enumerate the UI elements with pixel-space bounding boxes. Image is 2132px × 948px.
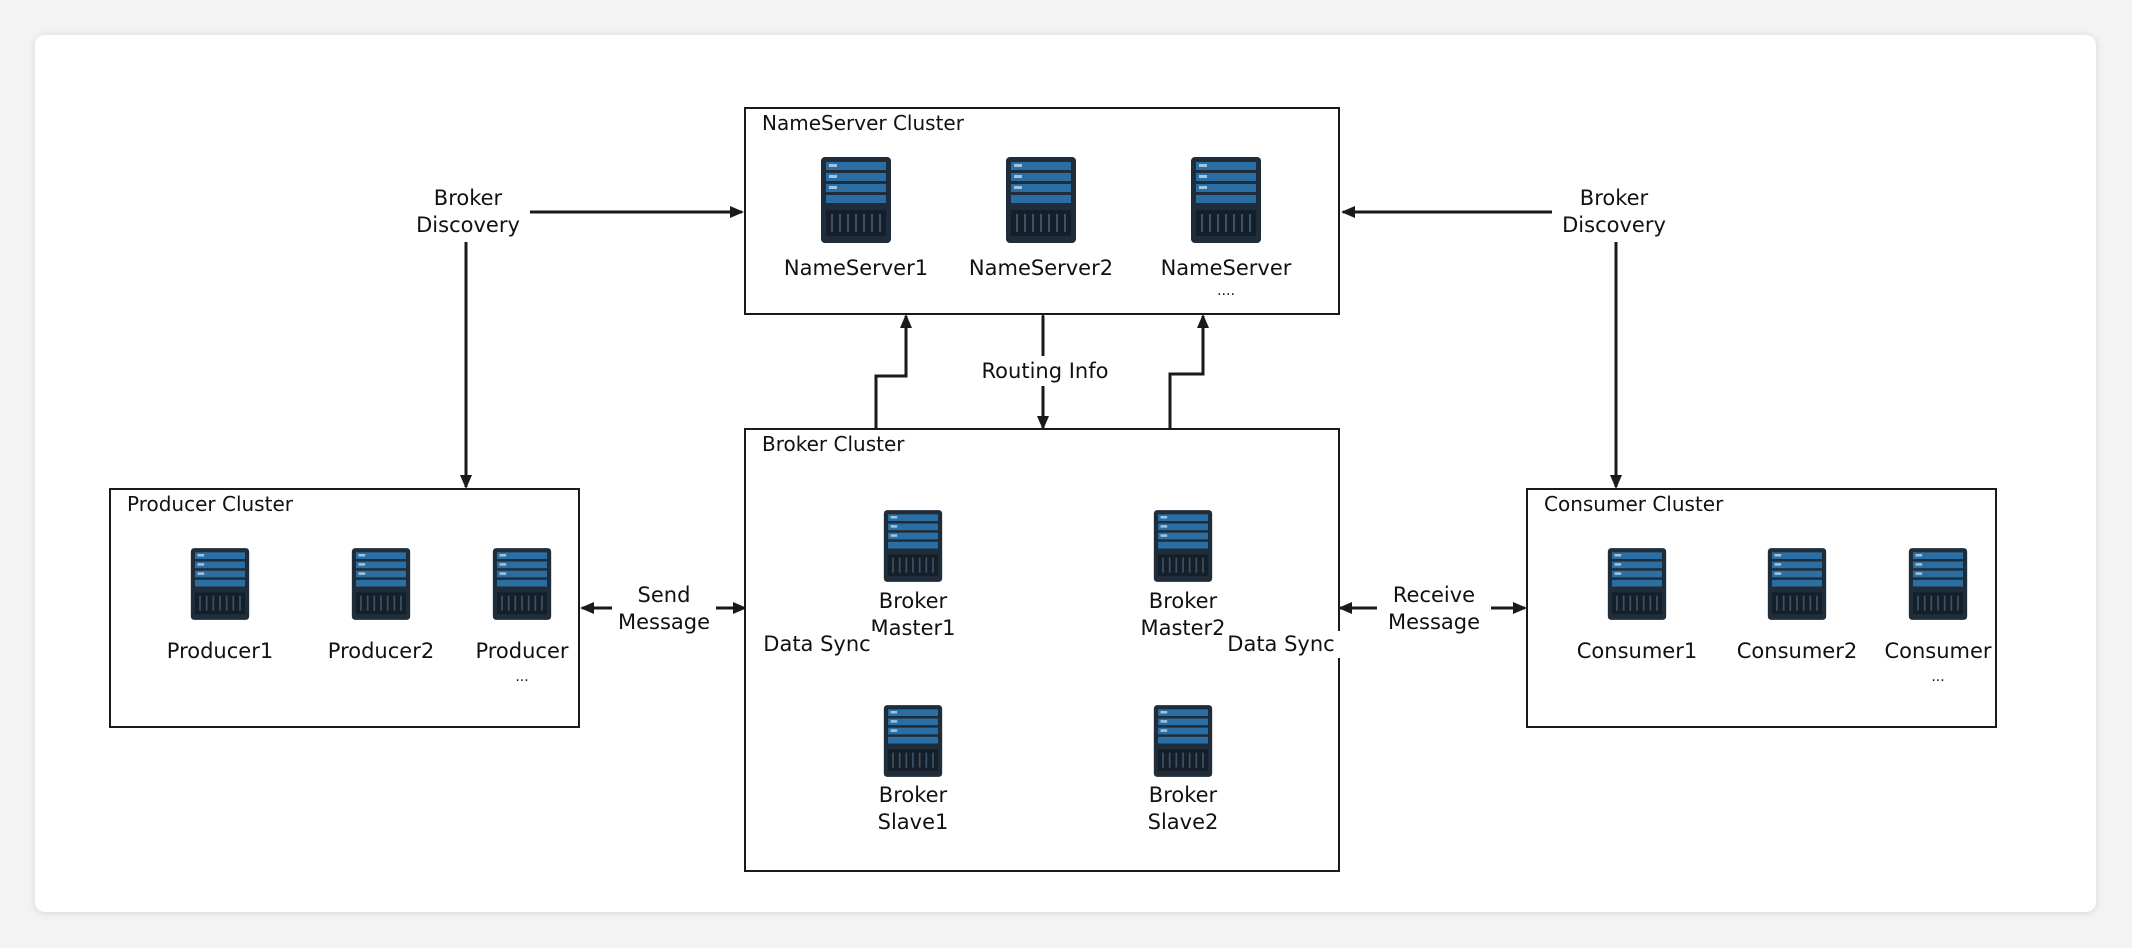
consumer-ellipsis: ...: [1931, 669, 1945, 685]
producer2-label: Producer2: [327, 639, 435, 663]
data-sync-right-label: Data Sync: [1222, 631, 1340, 658]
broker-master2-line2: Master2: [1140, 616, 1226, 640]
server-icon: [351, 543, 411, 625]
server-icon: [883, 505, 943, 587]
broker-cluster-title: Broker Cluster: [762, 432, 905, 456]
producer-cluster-title: Producer Cluster: [127, 492, 293, 516]
broker-discovery-right-line1: Broker: [1579, 186, 1649, 210]
send-message-label: Send Message: [612, 582, 716, 636]
broker-discovery-right-label: Broker Discovery: [1552, 185, 1676, 239]
broker-discovery-left-line1: Broker: [433, 186, 503, 210]
broker-slave1-line1: Broker: [878, 783, 948, 807]
data-sync-left-label: Data Sync: [758, 631, 876, 658]
consumer2-label: Consumer2: [1736, 639, 1858, 663]
consumer1-label: Consumer1: [1576, 639, 1698, 663]
nameserver1-label: NameServer1: [783, 256, 929, 280]
server-icon: [190, 543, 250, 625]
server-icon: [1153, 700, 1213, 782]
receive-message-label: Receive Message: [1377, 582, 1491, 636]
producer-ellipsis: ...: [515, 669, 529, 685]
send-message-line2: Message: [617, 610, 711, 634]
server-icon: [1153, 505, 1213, 587]
server-icon: [820, 156, 892, 244]
broker-master1-line1: Broker: [878, 589, 948, 613]
broker-slave1-line2: Slave1: [877, 810, 949, 834]
nameserver-ellipsis: ....: [1217, 283, 1235, 299]
server-icon: [883, 700, 943, 782]
broker-slave1-label: Broker Slave1: [853, 782, 973, 836]
nameserver2-label: NameServer2: [968, 256, 1114, 280]
broker-slave2-line2: Slave2: [1147, 810, 1219, 834]
broker-discovery-left-line2: Discovery: [416, 213, 520, 237]
routing-info-label: Routing Info: [963, 358, 1127, 385]
consumer-cluster-title: Consumer Cluster: [1544, 492, 1724, 516]
broker-master2-label: Broker Master2: [1123, 588, 1243, 642]
send-message-line1: Send: [637, 583, 691, 607]
server-icon: [492, 543, 552, 625]
nameserver3-label: NameServer: [1160, 256, 1292, 280]
producer3-label: Producer: [475, 639, 569, 663]
server-icon: [1767, 543, 1827, 625]
broker-slave2-label: Broker Slave2: [1123, 782, 1243, 836]
broker-master1-line2: Master1: [870, 616, 956, 640]
broker-master1-label: Broker Master1: [853, 588, 973, 642]
broker-master2-line1: Broker: [1148, 589, 1218, 613]
receive-message-line2: Message: [1387, 610, 1481, 634]
nameserver-cluster-title: NameServer Cluster: [762, 111, 964, 135]
broker-slave2-line1: Broker: [1148, 783, 1218, 807]
server-icon: [1607, 543, 1667, 625]
broker-discovery-left-label: Broker Discovery: [406, 185, 530, 239]
broker-discovery-right-line2: Discovery: [1562, 213, 1666, 237]
receive-message-line1: Receive: [1392, 583, 1476, 607]
server-icon: [1908, 543, 1968, 625]
producer1-label: Producer1: [166, 639, 274, 663]
server-icon: [1005, 156, 1077, 244]
server-icon: [1190, 156, 1262, 244]
consumer3-label: Consumer: [1884, 639, 1992, 663]
